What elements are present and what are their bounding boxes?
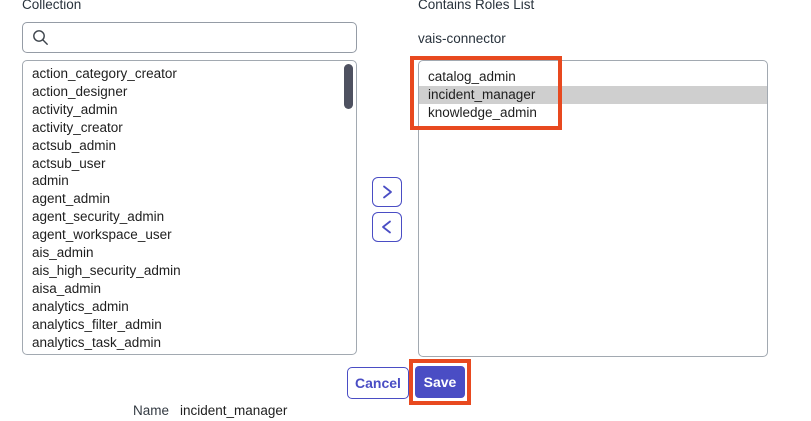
list-item[interactable]: ais_high_security_admin: [32, 262, 181, 278]
chevron-left-icon: [382, 220, 391, 234]
list-item[interactable]: activity_creator: [32, 119, 123, 135]
list-item[interactable]: action_category_creator: [32, 66, 177, 81]
collection-search-input[interactable]: [49, 23, 356, 52]
list-item[interactable]: actsub_admin: [32, 137, 117, 153]
list-item[interactable]: catalog_admin: [428, 69, 516, 84]
list-item[interactable]: ais_admin: [32, 245, 94, 261]
collection-search-box: [22, 22, 357, 53]
roles-group-name: vais-connector: [418, 31, 506, 46]
name-field-value: incident_manager: [180, 403, 288, 418]
list-item[interactable]: agent_security_admin: [32, 209, 165, 225]
collection-scrollbar-thumb[interactable]: [344, 64, 353, 109]
chevron-right-icon: [383, 185, 392, 199]
list-item[interactable]: action_designer: [32, 83, 128, 99]
name-field-label: Name: [133, 403, 170, 418]
list-item[interactable]: activity_admin: [32, 101, 118, 117]
move-left-button[interactable]: [372, 212, 402, 242]
list-item[interactable]: analytics_viewer: [23, 352, 356, 355]
list-item[interactable]: analytics_admin: [32, 298, 129, 314]
list-item[interactable]: admin: [32, 173, 69, 189]
list-item[interactable]: agent_workspace_user: [32, 227, 172, 243]
collection-panel-title: Collection: [22, 0, 82, 12]
search-icon: [33, 30, 48, 45]
list-item[interactable]: agent_admin: [32, 191, 111, 207]
save-button[interactable]: Save: [415, 366, 465, 398]
list-item[interactable]: knowledge_admin: [428, 105, 537, 120]
move-right-button[interactable]: [372, 177, 402, 207]
list-item[interactable]: analytics_task_admin: [32, 334, 162, 350]
list-item[interactable]: aisa_admin: [32, 280, 102, 296]
name-row: Name incident_manager: [133, 403, 287, 418]
list-item[interactable]: actsub_user: [32, 155, 106, 171]
list-item[interactable]: incident_manager: [419, 86, 767, 104]
roles-panel-title: Contains Roles List: [418, 0, 535, 12]
cancel-button[interactable]: Cancel: [347, 367, 409, 399]
list-item[interactable]: analytics_filter_admin: [32, 316, 162, 332]
